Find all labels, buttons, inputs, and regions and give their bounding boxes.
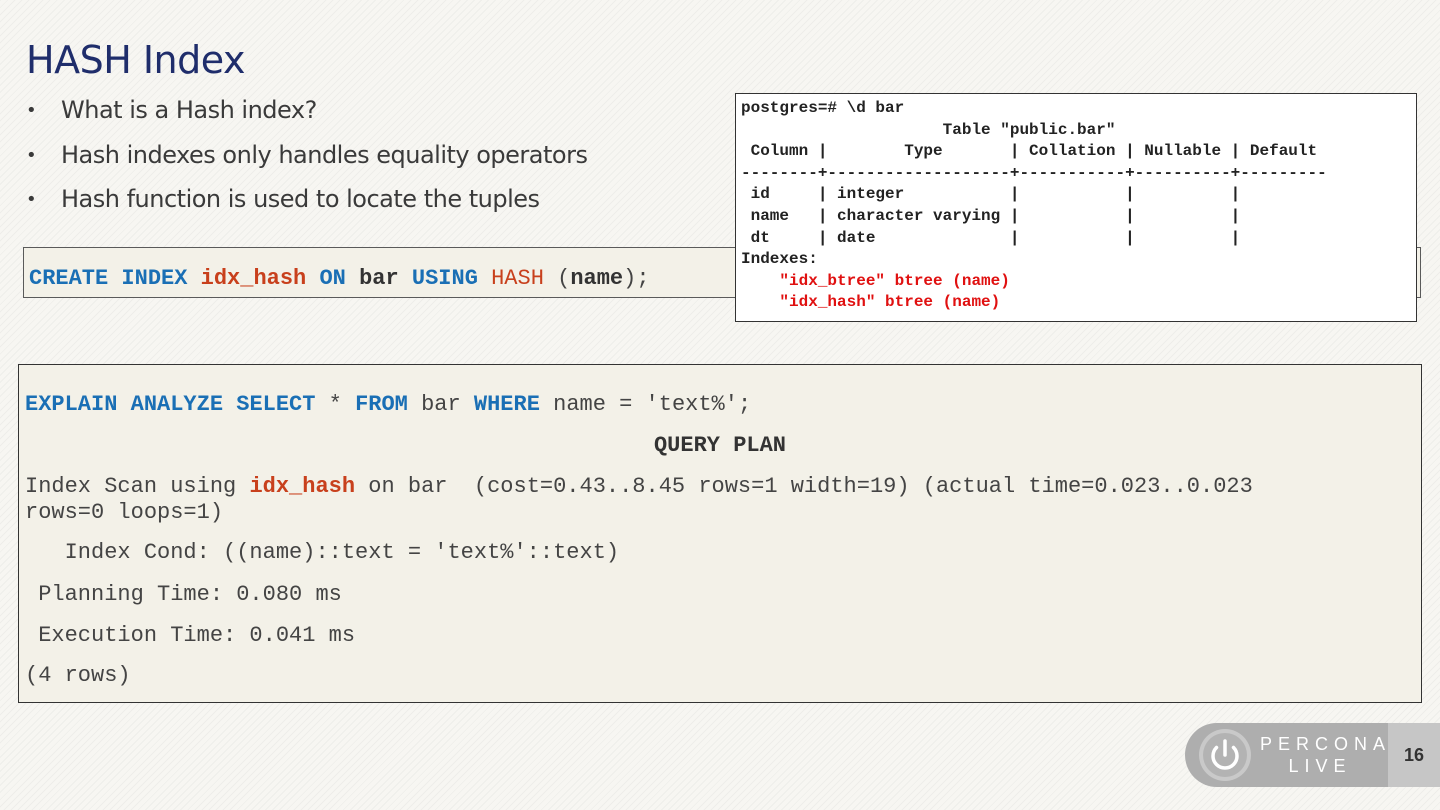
plan-execution-time: Execution Time: 0.041 ms: [25, 623, 356, 648]
keyword-where: WHERE: [473, 392, 540, 417]
column-name: name: [570, 266, 624, 291]
keyword-using: USING: [411, 266, 478, 291]
page-number-area: [1388, 723, 1440, 787]
explain-query-line: EXPLAIN ANALYZE SELECT * FROM bar WHERE …: [25, 392, 751, 418]
scan-details: on bar (cost=0.43..8.45 rows=1 width=19)…: [355, 474, 1253, 499]
keyword-on: ON: [319, 266, 346, 291]
brand-name: PERCONA LIVE: [1260, 733, 1392, 777]
bullet-text: What is a Hash index?: [61, 96, 317, 124]
psql-line: id | integer | | |: [741, 185, 1241, 204]
psql-line: Table "public.bar": [741, 120, 1116, 139]
keyword-explain: EXPLAIN: [25, 392, 118, 417]
psql-index-line: "idx_hash" btree (name): [741, 293, 1001, 312]
scan-index-name: idx_hash: [249, 474, 356, 499]
page-number: 16: [1403, 745, 1425, 765]
index-name: idx_hash: [200, 266, 307, 291]
plan-scan-line-wrap: rows=0 loops=1): [25, 500, 224, 525]
bullet-item: • Hash indexes only handles equality oper…: [26, 137, 588, 182]
index-method: HASH: [491, 266, 544, 291]
brand-line2: LIVE: [1288, 756, 1352, 776]
bullet-dot-icon: •: [26, 144, 37, 166]
bullet-list: • What is a Hash index? • Hash indexes onl…: [26, 92, 588, 226]
bullet-dot-icon: •: [26, 189, 37, 210]
psql-describe-output: postgres=# \d bar Table "public.bar" Col…: [735, 93, 1417, 322]
psql-line: --------+-------------------+-----------…: [741, 163, 1327, 182]
scan-prefix: Index Scan using: [25, 474, 250, 499]
bullet-dot-icon: •: [26, 100, 37, 121]
table-name: bar: [359, 266, 399, 291]
explain-analyze-box: EXPLAIN ANALYZE SELECT * FROM bar WHERE …: [18, 364, 1422, 703]
slide-title: HASH Index: [26, 38, 245, 82]
power-icon: [1199, 729, 1251, 781]
keyword-index: INDEX: [121, 266, 188, 291]
bullet-text: Hash function is used to locate the tupl…: [61, 185, 540, 213]
brand-line1: PERCONA: [1260, 734, 1392, 754]
psql-index-line: "idx_btree" btree (name): [741, 271, 1010, 290]
bullet-item: • Hash function is used to locate the tup…: [26, 181, 587, 226]
open-paren: (: [557, 266, 571, 291]
psql-line: dt | date | | |: [741, 228, 1241, 247]
psql-line: Indexes:: [741, 250, 818, 269]
keyword-create: CREATE: [29, 266, 109, 291]
plan-planning-time: Planning Time: 0.080 ms: [25, 582, 342, 607]
query-plan-header: QUERY PLAN: [653, 433, 787, 458]
bullet-item: • What is a Hash index?: [26, 92, 587, 137]
keyword-select: SELECT: [236, 392, 316, 417]
where-condition: name = 'text%';: [553, 392, 752, 417]
percona-live-logo: PERCONA LIVE 16: [1185, 723, 1440, 787]
statement-end: );: [623, 266, 650, 291]
psql-line: Column | Type | Collation | Nullable | D…: [741, 142, 1318, 161]
psql-line: postgres=# \d bar: [741, 99, 905, 117]
select-star: *: [328, 392, 342, 417]
keyword-analyze: ANALYZE: [130, 392, 224, 417]
plan-scan-line: Index Scan using idx_hash on bar (cost=0…: [25, 474, 1253, 500]
plan-row-count: (4 rows): [25, 663, 131, 688]
table-name: bar: [421, 392, 461, 417]
plan-index-cond: Index Cond: ((name)::text = 'text%'::tex…: [25, 540, 620, 565]
bullet-text: Hash indexes only handles equality opera…: [61, 140, 588, 169]
keyword-from: FROM: [355, 392, 408, 417]
psql-line: name | character varying | | |: [741, 206, 1241, 225]
